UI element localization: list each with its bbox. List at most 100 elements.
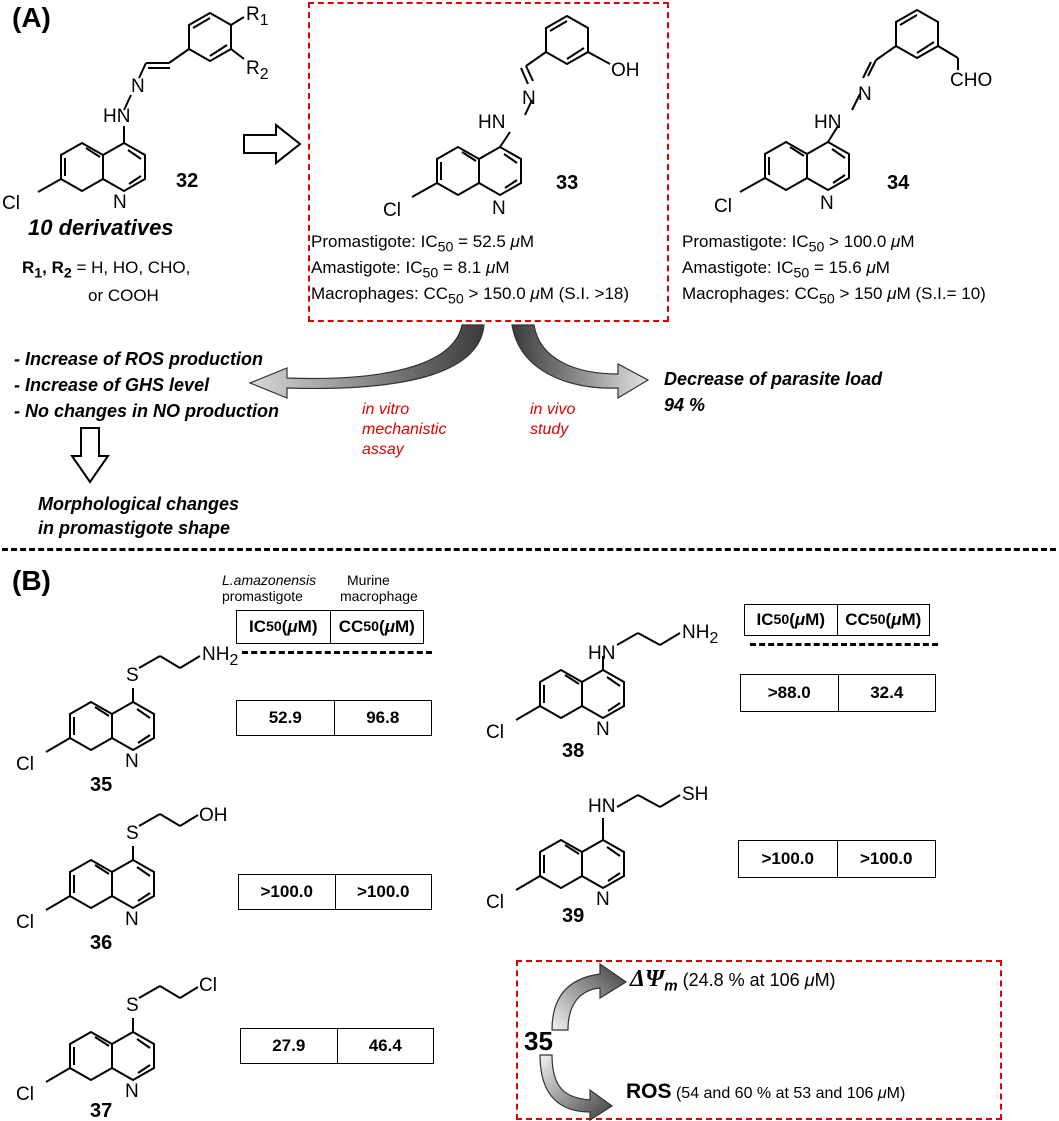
atom-hn-34: HN (814, 112, 842, 133)
ic50-35: 52.9 (268, 708, 302, 727)
c33-macrophages: Macrophages: CC50 > 150.0 μM (S.I. >18) (311, 284, 630, 308)
ic50-38: >88.0 (767, 683, 811, 702)
atom-n-azo-33: N (522, 88, 536, 109)
atom-n-39: N (596, 889, 610, 910)
values-row-37: 27.9 46.4 (240, 1028, 434, 1064)
cc50-39: >100.0 (836, 841, 936, 877)
mechanistic-effects-list: - Increase of ROS production - Increase … (14, 346, 279, 424)
atom-hn-39: HN (588, 796, 616, 817)
values-row-35: 52.9 96.8 (236, 700, 432, 736)
effect-ros: - Increase of ROS production (14, 349, 264, 369)
atom-s-36: S (126, 823, 139, 844)
ic50-39: >100.0 (761, 849, 814, 868)
atom-n-35: N (125, 751, 139, 772)
ic50-37: 27.9 (272, 1036, 306, 1055)
compound-number-36: 36 (90, 932, 113, 954)
compound-number-33: 33 (556, 172, 579, 194)
values-row-39: >100.0 >100.0 (738, 840, 936, 878)
derivatives-label: 10 derivatives (28, 215, 174, 240)
curved-arrow-left-icon (248, 324, 650, 400)
atom-s-37: S (126, 995, 139, 1016)
atom-n-38: N (596, 719, 610, 740)
cc50-36: >100.0 (334, 875, 432, 909)
compound-number-32: 32 (176, 170, 199, 192)
summary-compound-35: 35 (524, 1026, 553, 1056)
structure-33 (411, 14, 611, 198)
atom-cl: Cl (2, 193, 20, 214)
atom-cl-37: Cl (16, 1084, 34, 1105)
arrow-down-icon (70, 427, 110, 484)
atom-hn: HN (103, 106, 131, 127)
ic50-36: >100.0 (260, 882, 313, 901)
atom-hn-33: HN (478, 112, 506, 133)
atom-cl-36: Cl (16, 912, 34, 933)
atom-s-35: S (126, 665, 139, 686)
c33-promastigote: Promastigote: IC50 = 52.5 μM (311, 232, 535, 256)
compound-number-39: 39 (562, 905, 585, 927)
compound-number-37: 37 (90, 1100, 113, 1121)
header-rule-left (242, 651, 432, 654)
atom-r2: R2 (246, 58, 269, 83)
ros-result: ROS (54 and 60 % at 53 and 106 μM) (626, 1080, 906, 1103)
panel-b-label: (B) (12, 565, 51, 596)
compound-number-38: 38 (562, 740, 585, 762)
atom-cl-38: Cl (486, 722, 504, 743)
panel-divider (2, 548, 1056, 551)
cc50-38: 32.4 (837, 675, 936, 711)
atom-hn-38: HN (588, 643, 616, 664)
atom-sh-39: SH (682, 784, 709, 805)
values-row-36: >100.0 >100.0 (238, 874, 432, 910)
atom-n-36: N (125, 909, 139, 930)
compound-number-34: 34 (887, 172, 910, 194)
cc50-35: 96.8 (333, 701, 432, 735)
atom-cl-35: Cl (16, 754, 34, 775)
highlight-box-35-summary (516, 960, 1002, 1120)
values-row-38: >88.0 32.4 (740, 674, 936, 712)
atom-oh: OH (611, 60, 640, 81)
atom-cl-33: Cl (383, 200, 401, 221)
atom-oh-36: OH (199, 805, 228, 826)
cc50-37: 46.4 (336, 1029, 434, 1063)
atom-n-azo: N (131, 76, 145, 97)
arrow-right-icon (243, 122, 302, 166)
atom-cl-39: Cl (486, 892, 504, 913)
atom-nh2-35: NH2 (202, 644, 239, 669)
c33-amastigote: Amastigote: IC50 = 8.1 μM (311, 258, 510, 282)
structure-32 (37, 11, 245, 193)
panel-a-label: (A) (12, 2, 51, 33)
atom-nh2-38: NH2 (682, 622, 719, 647)
atom-n-37: N (125, 1081, 139, 1102)
c34-promastigote: Promastigote: IC50 > 100.0 μM (682, 232, 915, 256)
r-groups-line2: or COOH (88, 286, 159, 305)
atom-cho: CHO (950, 70, 993, 91)
atom-n-ring-34: N (820, 193, 834, 214)
r-groups-line1: R1, R2 = H, HO, CHO, (22, 258, 191, 282)
structure-34 (739, 8, 959, 193)
c34-amastigote: Amastigote: IC50 = 15.6 μM (682, 258, 890, 282)
header-rule-right (750, 643, 938, 646)
atom-cl-34: Cl (714, 196, 732, 217)
c34-macrophages: Macrophages: CC50 > 150 μM (S.I.= 10) (682, 284, 986, 308)
atom-n-azo-34: N (858, 84, 872, 105)
atom-cl-chain-37: Cl (199, 975, 217, 996)
effect-no: - No changes in NO production (14, 401, 279, 421)
mitochondrial-potential-result: ΔΨm (24.8 % at 106 μM) (630, 966, 836, 995)
highlight-box-33 (308, 2, 669, 322)
atom-n-ring: N (113, 192, 127, 213)
effect-ghs: - Increase of GHS level (14, 375, 210, 395)
atom-n-ring-33: N (492, 198, 506, 219)
